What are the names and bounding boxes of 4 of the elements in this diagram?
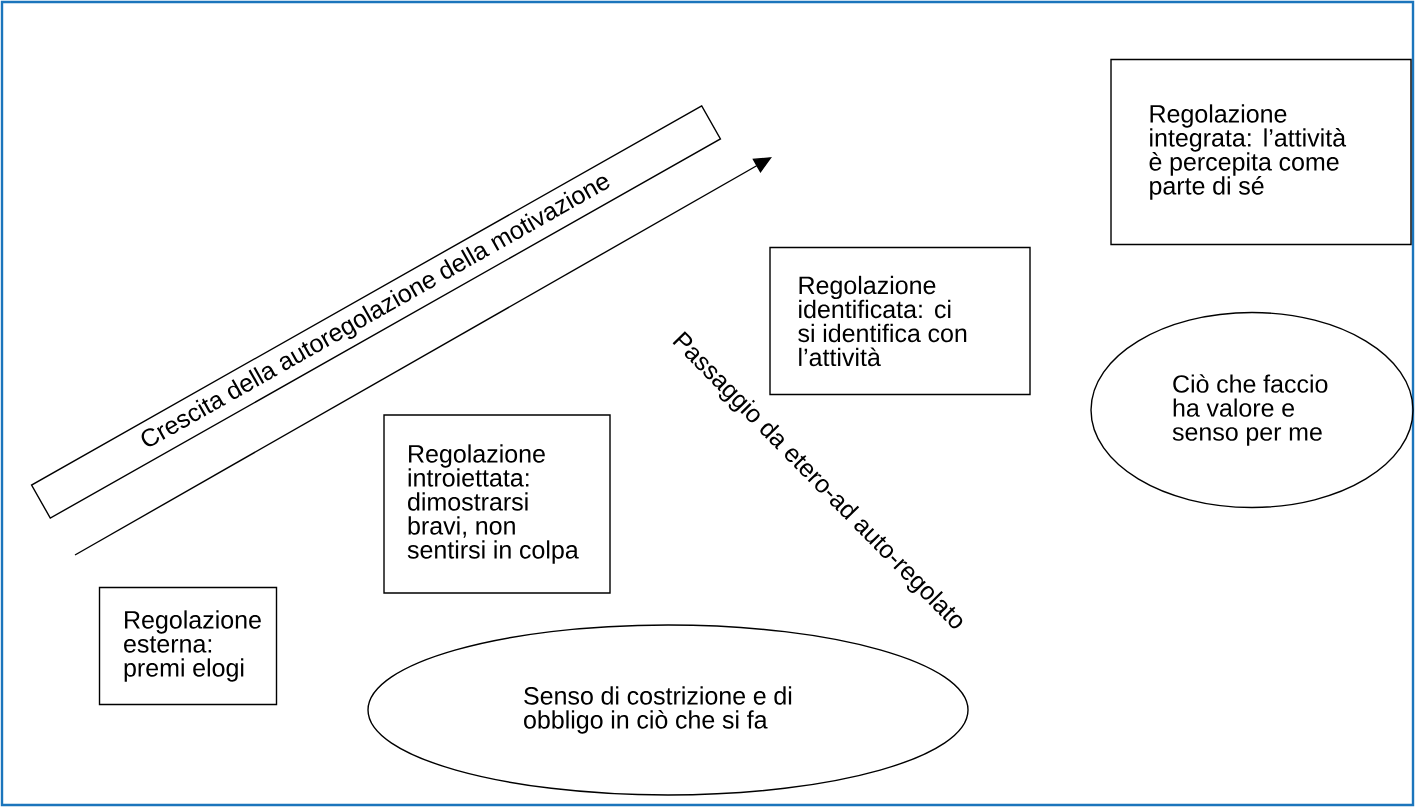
text-box: Regolazione identificata: ci si identifica con l’attività bbox=[769, 246, 1031, 396]
text-box: Regolazione integrata: l’attività è percepita come parte di sé bbox=[1110, 58, 1412, 246]
text-box: Regolazione introiettata: dimostrarsi bravi, non sentirsi in colpa bbox=[383, 414, 611, 594]
text-box: Regolazione esterna: premi elogi bbox=[98, 586, 278, 706]
